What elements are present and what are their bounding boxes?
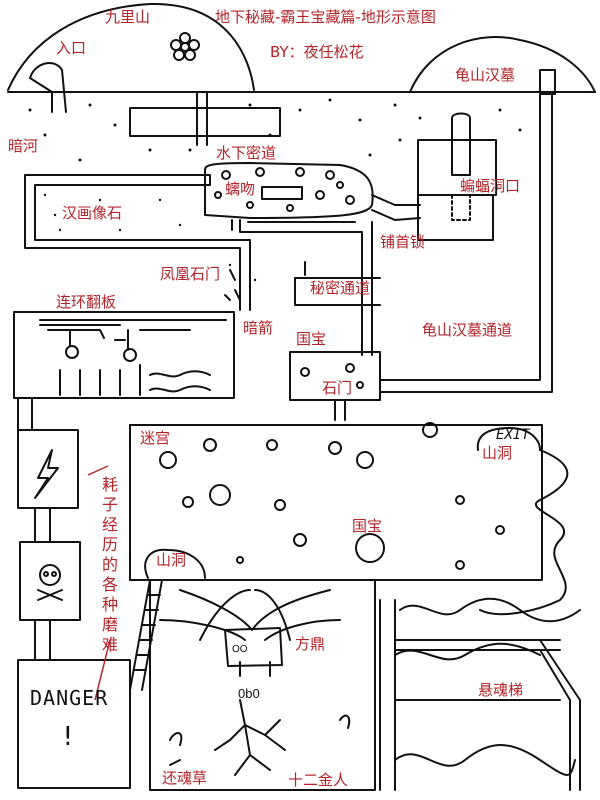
- guishan-chimney: [539, 69, 556, 95]
- diagram-author: BY：夜任松花: [270, 43, 364, 61]
- secret-passage: [231, 219, 373, 356]
- guishan-mountain-outline: [409, 36, 596, 93]
- label-maze: 迷宫: [140, 429, 171, 447]
- entrance-pipe: [29, 62, 67, 113]
- label-linked-trapdoor: 连环翻板: [56, 293, 117, 311]
- exit-spiral: [479, 449, 569, 616]
- label-chiwen: 螭吻: [225, 180, 256, 198]
- danger-text: DANGER: [30, 686, 109, 710]
- label-underwater-passage: 水下密道: [216, 144, 277, 162]
- label-bat-cave-mouth: 蝙蝠洞口: [460, 177, 521, 195]
- label-twelve-golden-men: 十二金人: [288, 771, 349, 789]
- ladder: [129, 579, 163, 691]
- side-note: 耗子经历的各种磨难: [102, 475, 119, 654]
- label-mountain-cave-1: 山洞: [482, 444, 513, 462]
- lightning-box: [17, 429, 79, 509]
- diagram-title: 地下秘藏-霸王宝藏篇-地形示意图: [215, 8, 436, 26]
- danger-exclaim: !: [60, 722, 77, 752]
- label-guishan-tomb: 龟山汉墓: [455, 66, 516, 84]
- soil-dots: [28, 98, 522, 162]
- label-secret-passage: 秘密通道: [310, 279, 371, 297]
- river-dots: [43, 193, 257, 282]
- skull-box: [19, 541, 81, 621]
- chiwen-chamber: [204, 162, 374, 219]
- svg-text:0b0: 0b0: [238, 686, 260, 701]
- label-exit: EXIT: [496, 427, 530, 443]
- label-ding: 方鼎: [295, 635, 326, 653]
- trapdoor-chamber: [13, 311, 235, 399]
- label-entrance: 入口: [56, 39, 87, 57]
- danger-box: [17, 659, 131, 789]
- label-soul-grass: 还魂草: [162, 769, 208, 787]
- label-phoenix-gate: 凤凰石门: [160, 265, 221, 283]
- label-national-treasure-1: 国宝: [296, 330, 327, 348]
- cave-entry-1: [144, 548, 206, 579]
- label-dark-river: 暗河: [8, 137, 39, 155]
- chiwen-to-bat-link: [371, 194, 421, 221]
- ding-vessel: [224, 627, 283, 677]
- skull-icon: [37, 564, 63, 601]
- exit-cave: [476, 427, 541, 451]
- soul-ladder-wave: [399, 597, 581, 623]
- lightning-icon: [34, 449, 59, 499]
- dark-river-channel: [24, 174, 251, 311]
- ding-chamber: [149, 579, 376, 791]
- guishan-passage: [379, 93, 553, 393]
- flower-icon: [170, 32, 200, 61]
- label-national-treasure-2: 国宝: [352, 517, 383, 535]
- label-jiuli-mountain: 九里山: [105, 8, 151, 26]
- label-stone-gate: 石门: [322, 379, 353, 397]
- soul-grass-plant: [214, 699, 286, 776]
- svg-text:OO: OO: [232, 644, 248, 655]
- label-soul-ladder: 悬魂梯: [478, 681, 524, 699]
- jiuli-mountain-outline: [7, 2, 255, 91]
- river-bar: [129, 107, 281, 137]
- label-guishan-tomb-passage: 龟山汉墓通道: [422, 321, 513, 339]
- label-mountain-cave-2: 山洞: [156, 551, 187, 569]
- label-hidden-arrows: 暗箭: [243, 319, 274, 337]
- label-han-stone: 汉画像石: [62, 204, 123, 222]
- maze-rocks: [159, 422, 505, 570]
- label-pushou-lock: 铺首锁: [380, 233, 426, 251]
- left-corridor: [17, 397, 33, 431]
